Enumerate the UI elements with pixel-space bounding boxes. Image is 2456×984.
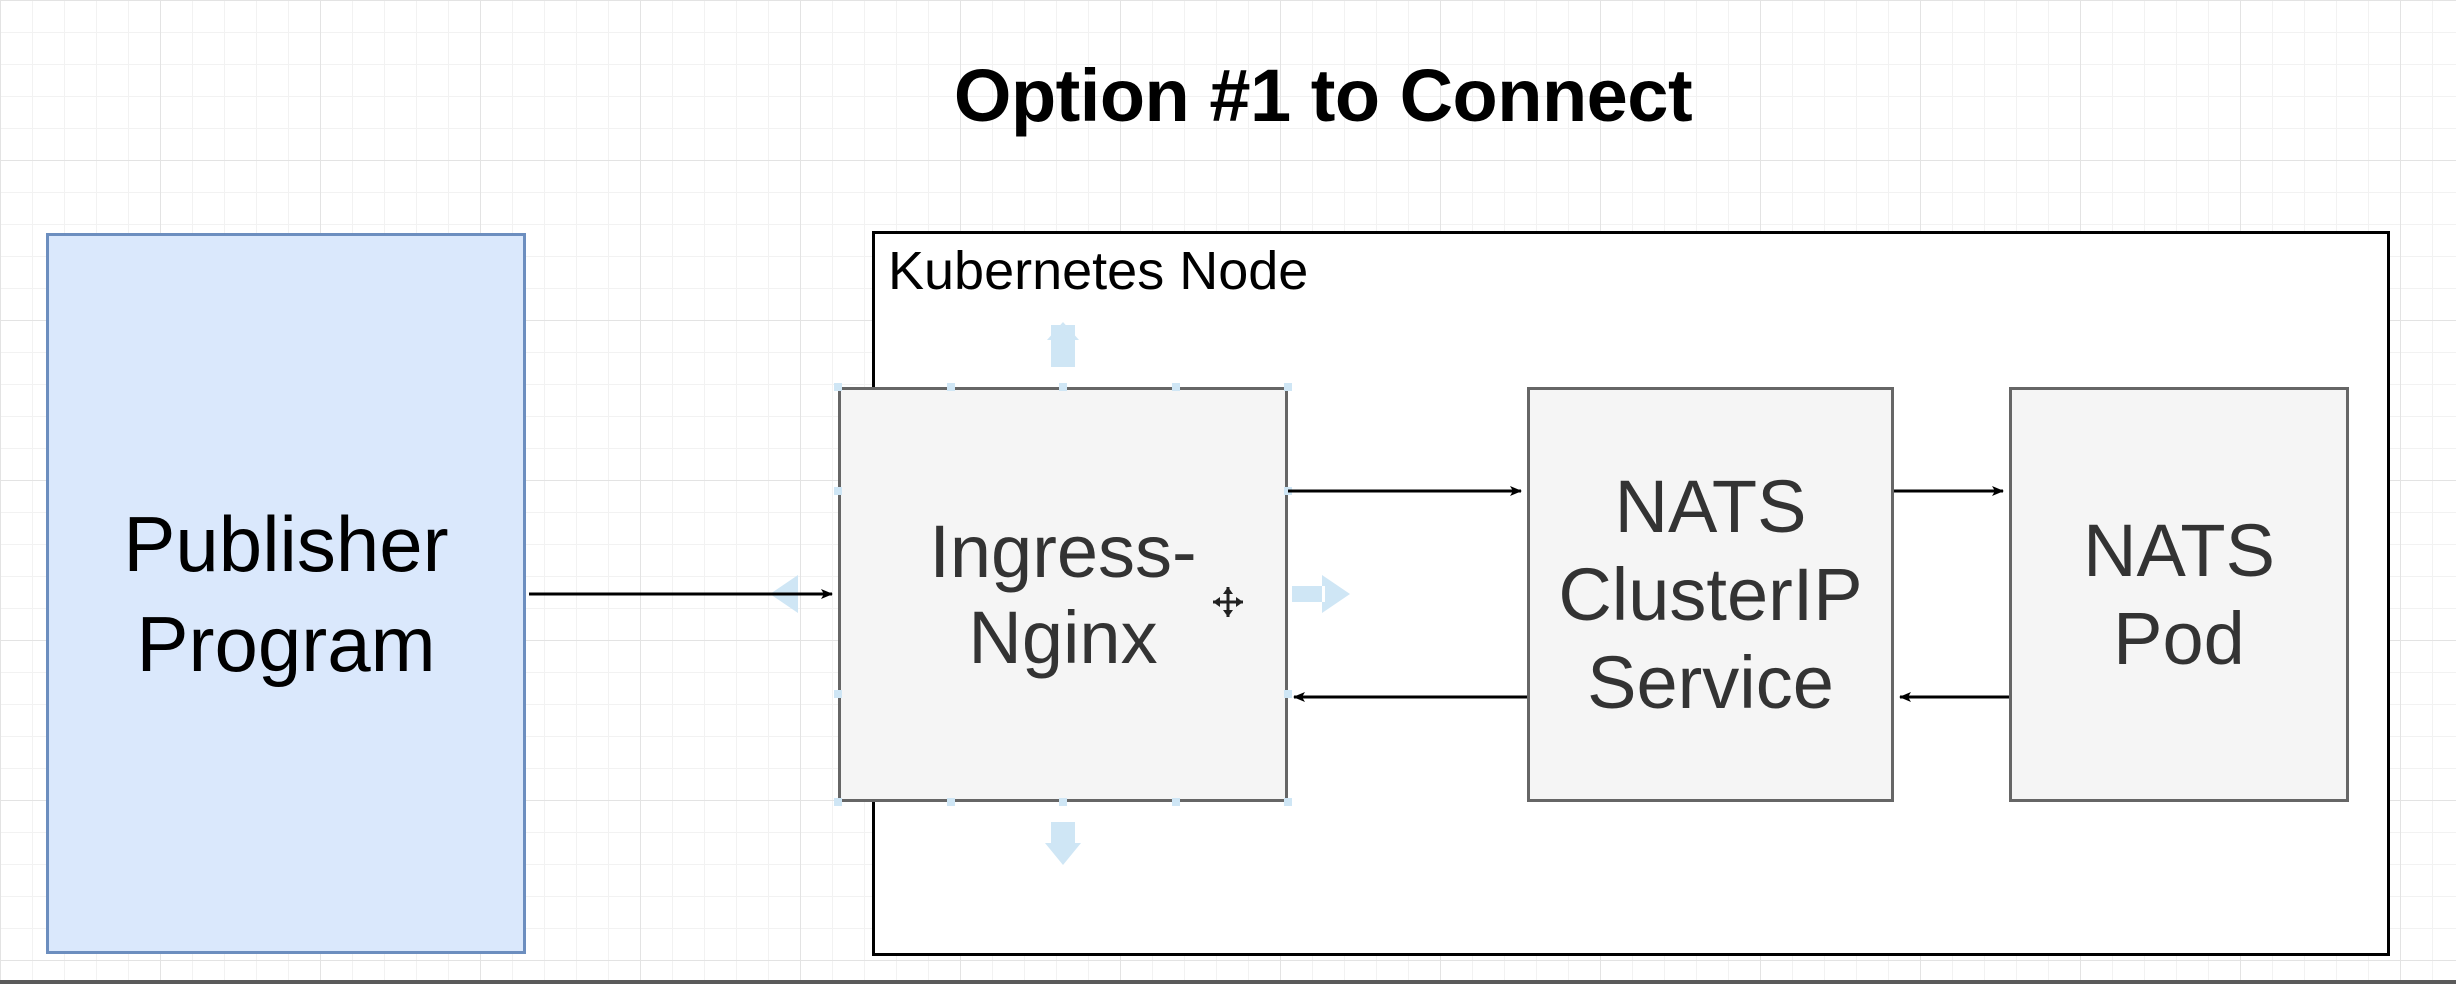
hover-arrow-left-icon[interactable] <box>770 575 798 613</box>
ingress-line-1: Ingress- <box>929 509 1197 593</box>
pod-line-1: NATS <box>2083 508 2275 592</box>
bottom-border <box>0 980 2456 984</box>
nats-clusterip-service-label: NATS ClusterIP Service <box>1558 463 1862 727</box>
nats-pod-box[interactable]: NATS Pod <box>2009 387 2349 802</box>
publisher-line-2: Program <box>136 599 436 688</box>
publisher-line-1: Publisher <box>123 499 449 588</box>
ingress-line-2: Nginx <box>968 595 1158 679</box>
publisher-program-box[interactable]: Publisher Program <box>46 233 526 954</box>
clusterip-line-2: ClusterIP <box>1558 552 1863 636</box>
ingress-nginx-box[interactable]: Ingress- Nginx <box>838 387 1288 802</box>
nats-pod-label: NATS Pod <box>2083 507 2275 683</box>
publisher-program-label: Publisher Program <box>123 494 448 694</box>
clusterip-line-3: Service <box>1587 640 1834 724</box>
diagram-title: Option #1 to Connect <box>953 54 1693 137</box>
pod-line-2: Pod <box>2113 596 2245 680</box>
kubernetes-node-label: Kubernetes Node <box>888 241 1309 301</box>
nats-clusterip-service-box[interactable]: NATS ClusterIP Service <box>1527 387 1894 802</box>
ingress-nginx-label: Ingress- Nginx <box>929 509 1196 681</box>
clusterip-line-1: NATS <box>1614 464 1807 548</box>
